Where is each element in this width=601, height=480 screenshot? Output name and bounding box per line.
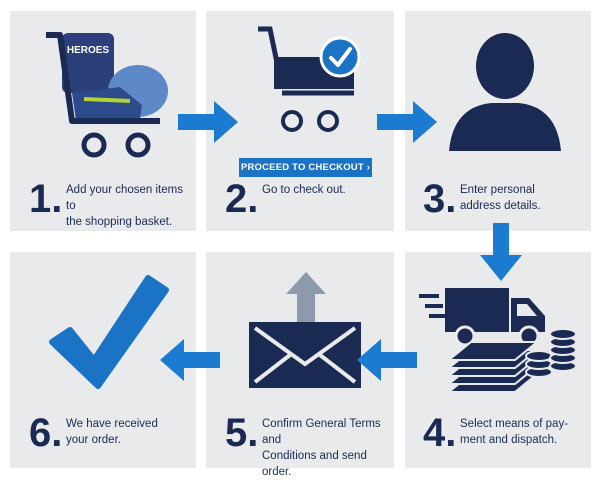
proceed-to-checkout-button[interactable]: PROCEED TO CHECKOUT › [239,158,372,177]
shoe-icon [72,87,142,121]
step-5-number: 5. [225,411,259,455]
step-5-text: Confirm General Terms and Conditions and… [262,418,381,478]
arrow-left-icon [357,339,417,381]
step-2-number: 2. [225,177,259,221]
person-icon [449,33,561,151]
step-2-text: Go to check out. [262,184,346,196]
tshirt-icon [62,33,114,93]
cart-wheel [317,110,339,132]
arrow-right-icon [178,101,238,143]
envelope-icon [249,322,361,388]
shopping-cart-with-items-icon: HEROES [46,32,168,158]
delivery-van-icon [445,288,545,347]
checkmark-icon [49,275,169,389]
delivery-and-payment-icon [419,288,577,393]
cart-wheel [281,110,303,132]
product-print: HEROES [67,45,110,56]
speed-lines-icon [419,294,445,318]
step-4-number: 4. [423,411,457,455]
banknotes-icon [446,341,540,393]
cart-wheel [125,132,151,158]
step-1-text: Add your chosen items to the shopping ba… [66,184,183,228]
step-6-text: We have received your order. [66,418,158,446]
step-1-panel: HEROES 1. Add your chosen items to the s… [10,11,196,231]
shopping-cart-checked-icon [258,26,361,132]
step-3-text: Enter personal address details. [460,184,541,212]
check-badge-icon [319,36,361,78]
arrow-right-icon [377,101,437,143]
arrow-down-icon [480,223,522,281]
step-3-panel: 3. Enter personal address details. [405,11,591,231]
step-1-number: 1. [29,177,63,221]
cart-wheel [81,132,107,158]
coin-stack-icon [525,328,577,378]
arrow-left-icon [160,339,220,381]
step-6-panel: 6. We have received your order. [10,252,196,468]
step-3-number: 3. [423,177,457,221]
step-4-panel: 4. Select means of pay- ment and dispatc… [405,252,591,468]
step-4-text: Select means of pay- ment and dispatch. [460,418,569,446]
step-2-panel: PROCEED TO CHECKOUT › 2. Go to check out… [206,11,394,231]
send-mail-icon [249,272,361,388]
step-6-number: 6. [29,411,63,455]
